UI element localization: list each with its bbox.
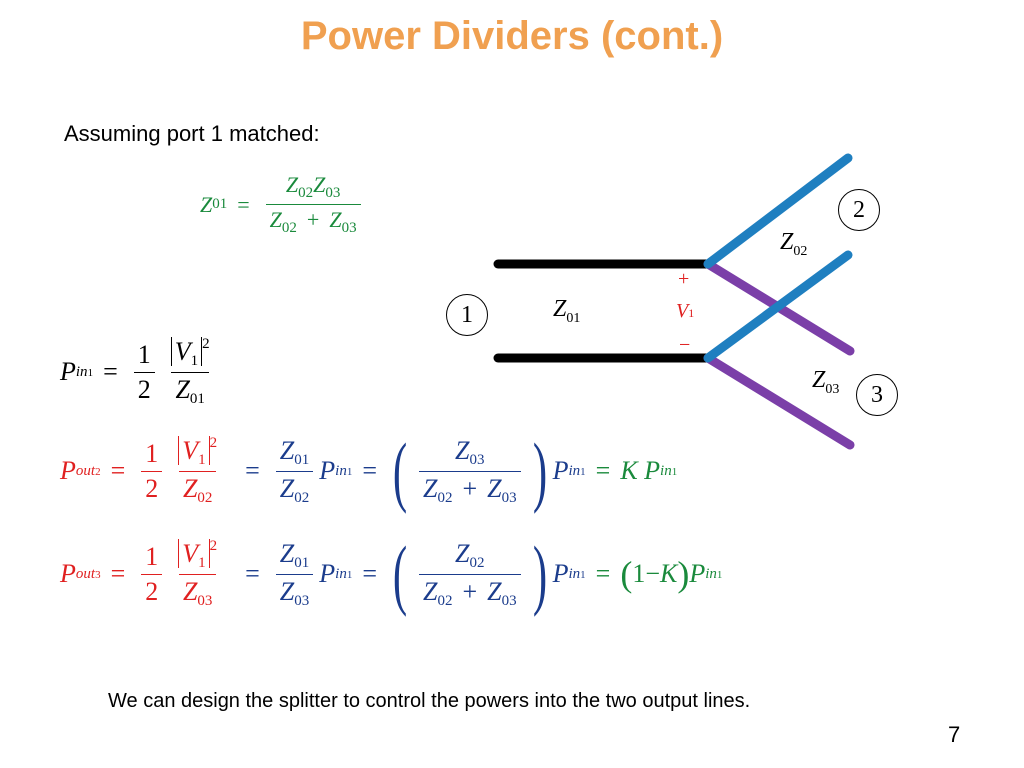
z02-label: Z02 (780, 229, 808, 259)
z03-label: Z03 (812, 367, 840, 397)
page-number: 7 (948, 722, 961, 747)
voltage-plus: + (678, 268, 690, 290)
slide-title: Power Dividers (cont.) (300, 14, 724, 58)
voltage-v1-label: V1 (676, 300, 695, 322)
line-z03-bottom (703, 353, 855, 450)
footer-note: We can design the splitter to control th… (108, 690, 751, 712)
line-z02-top (703, 153, 853, 269)
port-2-label: 2 (838, 189, 880, 231)
port-3-label: 3 (856, 374, 898, 416)
equation-z01-fraction: Z02Z03 Z02+Z03 (265, 172, 361, 237)
line-z02-bottom (703, 250, 853, 363)
z01-label: Z01 (553, 296, 581, 326)
assumption-text: Assuming port 1 matched: (64, 121, 320, 146)
voltage-minus: − (679, 334, 691, 356)
port-1-label: 1 (446, 294, 488, 336)
